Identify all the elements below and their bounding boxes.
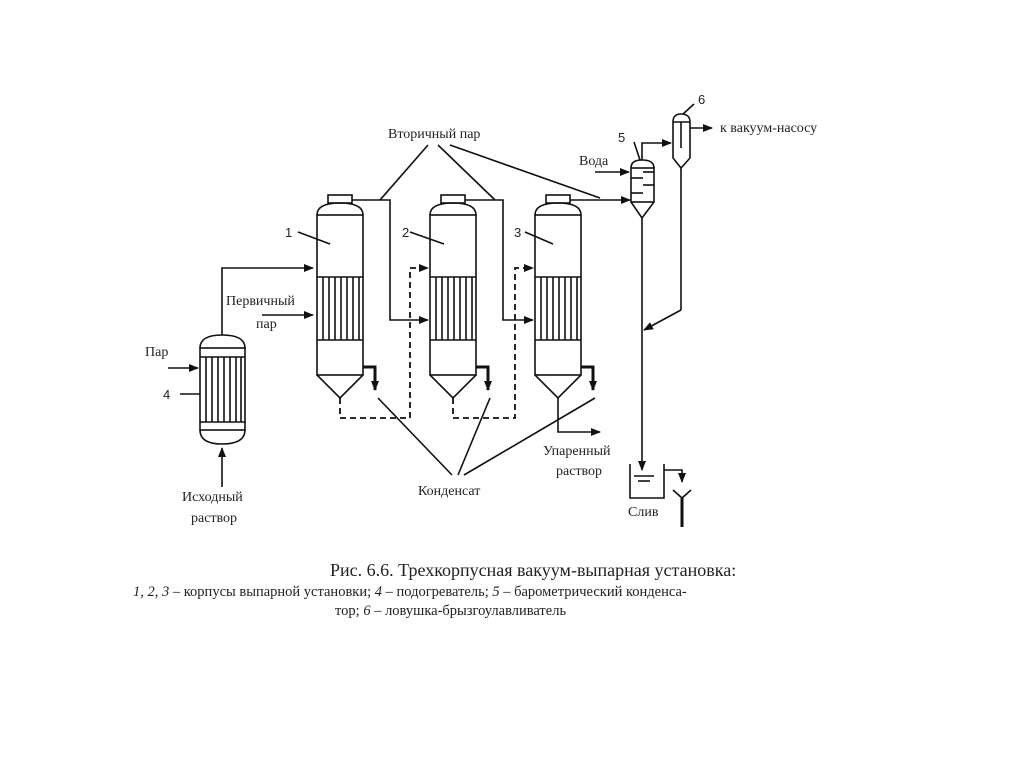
evaporated-solution-outlet [557,398,601,436]
number-3: 3 [514,225,521,240]
caption-text-2: – подогреватель; [382,584,493,600]
solution-transfer-2-3 [452,264,534,419]
condensate-outlet-3 [581,365,597,391]
caption-number-4: 4 [374,584,382,600]
figure-caption-line-2: тор; 6 – ловушка-брызгоулавливатель [335,603,566,620]
caption-numbers-1-2-3: 1, 2, 3 [133,584,170,600]
evaporator-2 [429,194,477,400]
drain-label: Слив [628,505,659,520]
caption-text-3: – барометрический конденса- [499,584,687,600]
secondary-steam-label: Вторичный пар [388,127,480,142]
heater-to-evaporator-line [221,264,314,335]
secondary-steam-lines [352,144,631,324]
condenser-to-trap-line [641,139,672,160]
barometric-condenser-5 [630,159,655,220]
steam-label: Пар [145,345,168,360]
number-4: 4 [163,387,170,402]
number-5: 5 [618,130,625,145]
initial-solution-label-2: раствор [191,511,237,526]
evaporator-1 [316,194,364,400]
primary-steam-label-2: пар [256,317,277,332]
heater-4 [199,334,246,445]
primary-steam-label: Первичный [226,294,295,309]
evaporator-3 [534,194,582,400]
condensate-outlet-1 [363,365,379,391]
caption-text-5: – ловушка-брызгоулавливатель [370,603,567,619]
caption-text-4: тор; [335,603,364,619]
number-6: 6 [698,92,705,107]
number-2: 2 [402,225,409,240]
to-vacuum-pump-label: к вакуум-насосу [720,121,817,136]
solution-transfer-1-2 [339,264,429,419]
figure-caption-title: Рис. 6.6. Трехкорпусная вакуум-выпарная … [330,560,737,580]
caption-number-5: 5 [492,584,500,600]
trap-6 [672,113,691,170]
water-label: Вода [579,154,609,169]
caption-text-1: – корпусы выпарной установки; [169,584,375,600]
caption-number-6: 6 [363,603,371,619]
number-1: 1 [285,225,292,240]
initial-solution-label: Исходный [182,490,243,505]
condensate-outlet-2 [476,365,492,391]
figure-caption-line-1: 1, 2, 3 – корпусы выпарной установки; 4 … [133,584,687,601]
drain-tank [629,464,692,527]
evaporated-solution-label-2: раствор [556,464,602,479]
condensate-label: Конденсат [418,484,480,499]
evaporated-solution-label: Упаренный [543,444,611,459]
